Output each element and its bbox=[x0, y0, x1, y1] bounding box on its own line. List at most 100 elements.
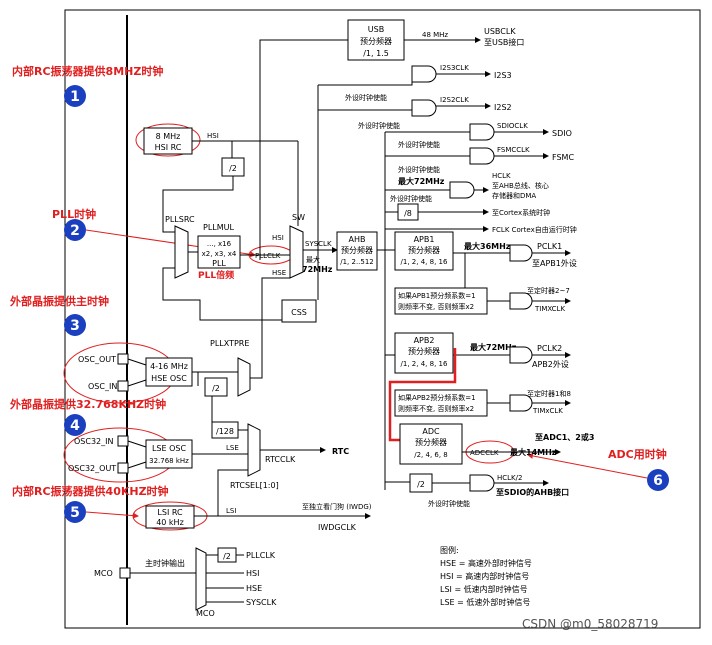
lsi-signal: LSI bbox=[226, 507, 236, 515]
apb1-target: 至APB1外设 bbox=[532, 258, 577, 268]
rtcsel-label: RTCSEL[1:0] bbox=[230, 481, 279, 490]
lse-signal: LSE bbox=[226, 444, 239, 452]
annotation-hse: 外部晶振提供主时钟 bbox=[9, 294, 109, 308]
usb-prescaler-title: USB bbox=[368, 25, 384, 34]
annotation-lsi: 内部RC振荡器提供40KHZ时钟 bbox=[12, 484, 169, 498]
osc32-out-pin: OSC32_OUT bbox=[68, 464, 116, 473]
sdio-ahb-target: 至SDIO的AHB接口 bbox=[496, 487, 569, 497]
sysclk-max-label: 最大 bbox=[306, 255, 320, 264]
legend-lsi: LSI = 低速内部时钟信号 bbox=[440, 584, 528, 594]
rtc-div128: /128 bbox=[216, 427, 234, 436]
badge-4: 4 bbox=[64, 414, 86, 436]
legend-hsi: HSI = 高速内部时钟信号 bbox=[440, 571, 529, 581]
css-block: CSS bbox=[291, 308, 307, 317]
badge-2: 2 bbox=[64, 219, 86, 241]
apb1-prescaler-title: APB1 bbox=[414, 235, 435, 244]
annotation-adc: ADC用时钟 bbox=[608, 447, 667, 461]
hsi-rc-label: HSI RC bbox=[155, 143, 182, 152]
hclk-max: 最大72MHz bbox=[398, 176, 445, 186]
fclk-target: FCLK Cortex自由运行时钟 bbox=[492, 225, 577, 234]
sw-hse-input: HSE bbox=[272, 269, 286, 277]
tim2-multiplier-l2: 则频率不变, 否则频率x2 bbox=[398, 404, 474, 413]
tim27-clk: TIMXCLK bbox=[534, 305, 565, 313]
sw-hsi-input: HSI bbox=[272, 234, 284, 242]
rtcclk-signal: RTCCLK bbox=[265, 455, 296, 464]
apb1-prescaler-div: /1, 2, 4, 8, 16 bbox=[401, 258, 448, 266]
sdio-ahb-enable: 外设时钟使能 bbox=[428, 499, 470, 508]
apb2-prescaler-title: APB2 bbox=[414, 336, 435, 345]
adc-target: 至ADC1、2或3 bbox=[535, 432, 594, 442]
pllmul-label: PLLMUL bbox=[203, 223, 234, 232]
annotation-lse: 外部晶振提供32.768KHZ时钟 bbox=[9, 397, 166, 411]
osc32-in-pin: OSC32_IN bbox=[74, 437, 114, 446]
ahb-prescaler-div: /1, 2..512 bbox=[340, 258, 374, 266]
sdio-ahb-div2: /2 bbox=[417, 480, 425, 489]
hclk-target-l2: 存储器和DMA bbox=[492, 191, 536, 200]
hsi-div2: /2 bbox=[229, 164, 237, 173]
mco-sysclk: SYSCLK bbox=[246, 598, 277, 607]
iwdg-target: 至独立看门狗 (IWDG) bbox=[302, 502, 372, 511]
adc-prescaler-label: 预分频器 bbox=[415, 437, 447, 447]
tim1-multiplier-l2: 则频率不变, 否则频率x2 bbox=[398, 302, 474, 311]
usb-48mhz: 48 MHz bbox=[422, 31, 448, 39]
mco-hse: HSE bbox=[246, 584, 262, 593]
sdioclk-label: SDIOCLK bbox=[497, 122, 528, 130]
hclk2-label: HCLK/2 bbox=[497, 474, 522, 482]
hsi-signal: HSI bbox=[207, 132, 219, 140]
i2s3-target: I2S3 bbox=[494, 71, 512, 80]
hsi-rc-freq: 8 MHz bbox=[156, 132, 181, 141]
ahb-prescaler-label: 预分频器 bbox=[341, 245, 373, 255]
pllxtpre-label: PLLXTPRE bbox=[210, 339, 249, 348]
mco-pin: MCO bbox=[94, 569, 113, 578]
usb-target: 至USB接口 bbox=[484, 37, 524, 47]
adc-prescaler-div: /2, 4, 6, 8 bbox=[414, 451, 448, 459]
tim27-target: 至定时器2~7 bbox=[527, 286, 570, 295]
annotation-pll: PLL时钟 bbox=[52, 207, 96, 221]
apb1-max: 最大36MHz bbox=[464, 241, 511, 251]
usb-prescaler-div: /1, 1.5 bbox=[363, 49, 389, 58]
pclk2-label: PCLK2 bbox=[537, 344, 562, 353]
hclk-enable: 外设时钟使能 bbox=[390, 194, 432, 203]
sdio-target: SDIO bbox=[552, 129, 572, 138]
apb2-target: APB2外设 bbox=[532, 359, 569, 369]
rtc-target: RTC bbox=[332, 447, 349, 456]
osc-out-pin: OSC_OUT bbox=[78, 355, 116, 364]
annotation-hsi: 内部RC振荡器提供8MHZ时钟 bbox=[12, 64, 163, 78]
pllsrc-label: PLLSRC bbox=[165, 215, 195, 224]
iwdgclk-signal: IWDGCLK bbox=[318, 523, 357, 532]
svg-text:5: 5 bbox=[70, 505, 80, 521]
adc-max: 最大14MHz bbox=[510, 447, 557, 457]
pllclk-signal: PLLCLK bbox=[255, 252, 281, 260]
i2s2-enable: 外设时钟使能 bbox=[358, 121, 400, 130]
mco-hsi: HSI bbox=[246, 569, 259, 578]
svg-text:4: 4 bbox=[70, 418, 80, 434]
mco-pllclk: PLLCLK bbox=[246, 551, 276, 560]
osc-in-pin: OSC_IN bbox=[88, 382, 117, 391]
mco-mux-label: MCO bbox=[196, 609, 215, 618]
tim2-multiplier-l1: 如果APB2预分频系数=1 bbox=[398, 393, 476, 402]
tim18-clk: TIMxCLK bbox=[532, 407, 563, 415]
lsi-rc-freq: 40 kHz bbox=[156, 518, 184, 527]
lsi-rc-label: LSI RC bbox=[157, 508, 183, 517]
hse-osc-freq: 4-16 MHz bbox=[150, 362, 188, 371]
apb2-prescaler-div: /1, 2, 4, 8, 16 bbox=[401, 360, 448, 368]
legend-hse: HSE = 高速外部时钟信号 bbox=[440, 558, 532, 568]
hse-osc-label: HSE OSC bbox=[151, 374, 187, 383]
sysclk-max-value: 72MHz bbox=[302, 265, 333, 274]
pll-mul-max: ..., x16 bbox=[207, 240, 232, 248]
legend-title: 图例: bbox=[440, 545, 459, 555]
apb2-max: 最大72MHz bbox=[470, 342, 517, 352]
mco-title: 主时钟输出 bbox=[145, 558, 185, 568]
ahb-prescaler-title: AHB bbox=[349, 235, 366, 244]
i2s3-enable: 外设时钟使能 bbox=[345, 93, 387, 102]
i2s2-target: I2S2 bbox=[494, 103, 512, 112]
usb-prescaler-label: 预分频器 bbox=[360, 36, 392, 46]
badge-5: 5 bbox=[64, 501, 86, 523]
fsmcclk-label: FSMCCLK bbox=[497, 146, 530, 154]
badge-1: 1 bbox=[64, 85, 86, 107]
usbclk-label: USBCLK bbox=[484, 27, 516, 36]
tim1-multiplier-l1: 如果APB1预分频系数=1 bbox=[398, 291, 476, 300]
pll-mul-options: x2, x3, x4 bbox=[202, 250, 237, 258]
sw-label: SW bbox=[292, 213, 305, 222]
fsmc-target: FSMC bbox=[552, 153, 574, 162]
